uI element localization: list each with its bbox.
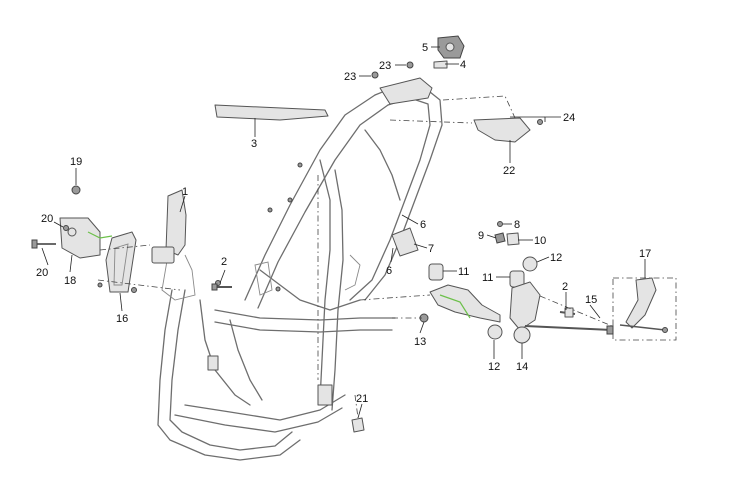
callout-12-lower: 12 [488,361,500,373]
part-11-bushing-upper [428,263,444,281]
part-15-long-bolt [524,325,614,335]
callout-11-upper: 11 [458,266,469,278]
callout-23-lower: 23 [344,71,356,83]
callout-12-upper: 12 [550,252,562,264]
callout-24: 24 [563,112,575,124]
callout-10: 10 [534,235,546,247]
leader-lines [41,46,646,419]
part-4-bushing [433,60,448,69]
part-10-mount [506,232,520,246]
part-5-relay-bracket [437,35,465,59]
callout-15: 15 [585,294,597,306]
callout-14: 14 [516,361,528,373]
part-19-nut [71,185,81,195]
part-20-bolt-lower [31,239,56,249]
part-7-plate [391,227,419,257]
callout-6-upper: 6 [420,219,426,231]
callout-2-right: 2 [562,281,568,293]
callout-6-lower: 6 [386,265,392,277]
part-23-nut-lower [371,71,379,79]
callout-2-left: 2 [221,256,227,268]
callout-11-lower: 11 [482,272,493,284]
callout-9: 9 [478,230,484,242]
callout-23-upper: 23 [379,60,391,72]
part-23-nut-upper [406,61,414,69]
part-17-footrest [619,277,668,333]
callout-13: 13 [414,336,426,348]
callout-20-lower: 20 [36,267,48,279]
part-8-screw [497,221,503,227]
part-22-bracket [473,117,531,143]
part-16-side-reflector [97,231,137,293]
part-17-group-box [612,277,677,341]
part-2-bolt-right [559,307,576,318]
part-2-bolt-left [211,283,232,291]
part-12-damper-upper [522,256,538,272]
part-14-engine-hanger [429,281,541,344]
part-18-front-bracket [59,217,113,259]
callout-7: 7 [428,243,434,255]
callout-19: 19 [70,156,82,168]
part-12-damper-lower [487,324,503,340]
callout-1: 1 [182,186,188,198]
callout-3: 3 [251,138,257,150]
part-21-bolt-cap [351,417,365,433]
part-20-bolt-upper [63,225,69,231]
callout-21: 21 [356,393,368,405]
callout-20-upper: 20 [41,213,53,225]
callout-labels: 1 2 2 3 4 5 6 6 7 8 9 10 11 11 12 12 13 … [36,42,651,405]
part-24-bolt [537,119,543,125]
callout-4: 4 [460,59,466,71]
callout-16: 16 [116,313,128,325]
part-9-clip [494,232,506,244]
callout-22: 22 [503,165,515,177]
callout-18: 18 [64,275,76,287]
callout-17: 17 [639,248,651,260]
callout-8: 8 [514,219,520,231]
assembly-lines [97,95,613,419]
callout-5: 5 [422,42,428,54]
part-3-top-cover-plate [214,104,329,121]
main-frame [151,77,443,461]
